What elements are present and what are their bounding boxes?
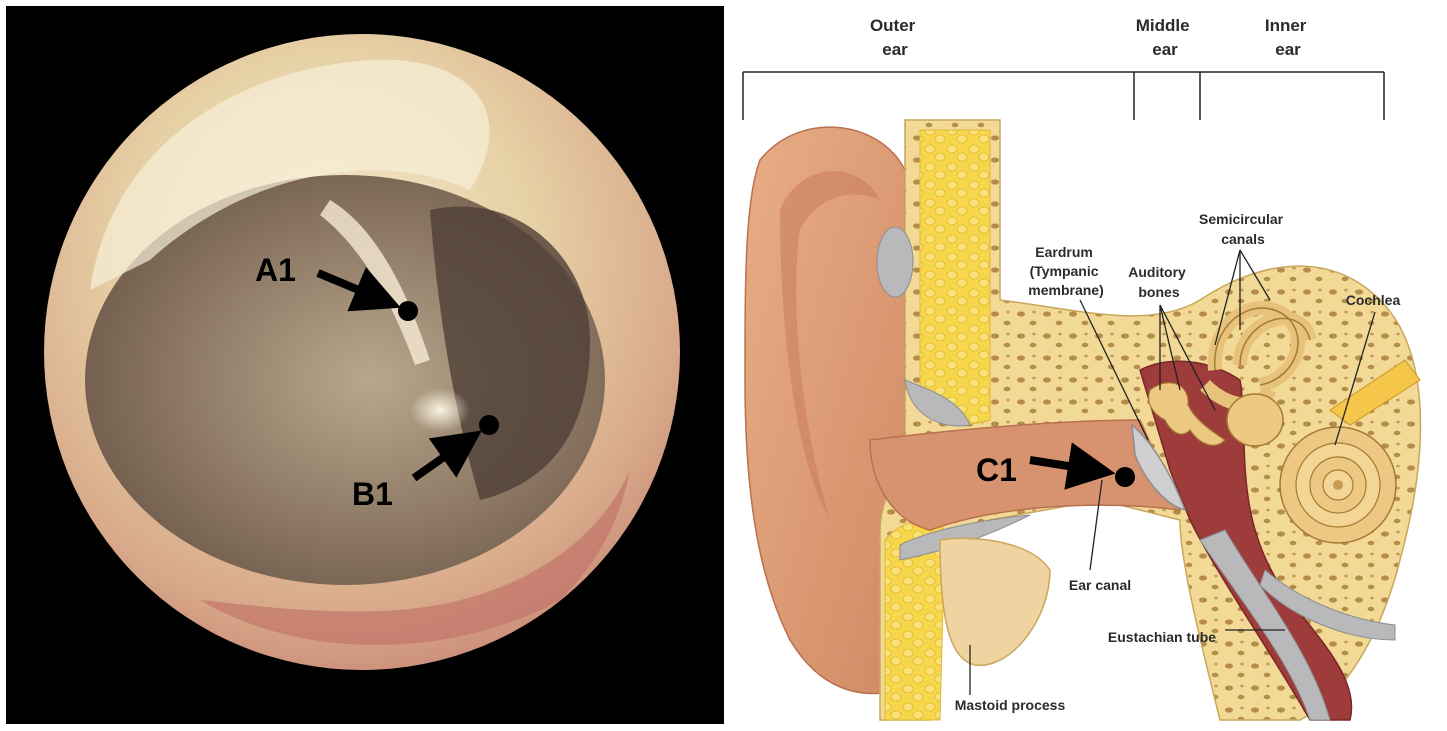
eustachian-tube-label: Eustachian tube <box>1108 629 1216 645</box>
ear-canal-label: Ear canal <box>1069 577 1131 593</box>
cochlea <box>1280 427 1396 543</box>
region-middle-label: Middle ear <box>1136 16 1195 59</box>
light-reflex <box>410 388 470 432</box>
cartilage-upper <box>877 227 913 297</box>
c1-label: C1 <box>976 452 1017 488</box>
b1-label: B1 <box>352 476 393 512</box>
region-brackets <box>743 72 1384 120</box>
vestibule <box>1227 394 1283 446</box>
ear-anatomy-diagram: Outer ear Middle ear Inner ear <box>743 16 1420 720</box>
a1-label: A1 <box>255 252 296 288</box>
a1-dot <box>398 301 418 321</box>
semicircular-canals-label: Semicircular canals <box>1199 211 1287 247</box>
cochlea-label: Cochlea <box>1346 292 1401 308</box>
region-inner-label: Inner ear <box>1265 16 1311 59</box>
mastoid-process <box>940 538 1050 665</box>
b1-dot <box>479 415 499 435</box>
otoscope-photo: A1 B1 <box>6 6 724 724</box>
c1-dot <box>1115 467 1135 487</box>
eardrum-label: Eardrum (Tympanic membrane) <box>1028 244 1103 298</box>
mastoid-process-label: Mastoid process <box>955 697 1066 713</box>
region-outer-label: Outer ear <box>870 16 920 59</box>
auditory-bones-label: Auditory bones <box>1128 264 1189 300</box>
fat-layer-upper <box>920 130 990 424</box>
